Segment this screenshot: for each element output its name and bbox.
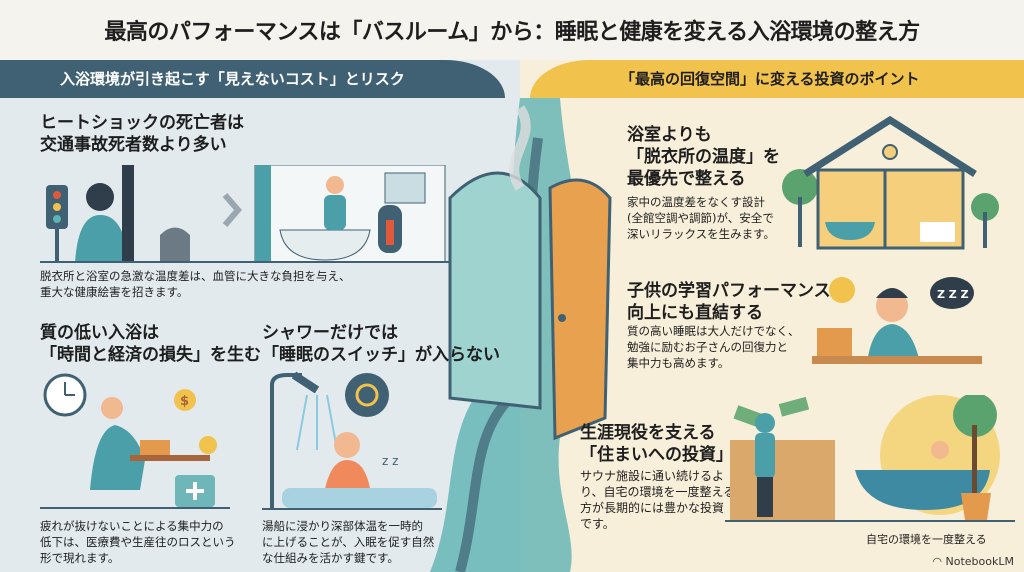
- dressing-room-heading: 浴室よりも「脱衣所の温度」を最優先で整える: [627, 125, 780, 189]
- steam: [509, 105, 531, 191]
- house-roof: [803, 115, 977, 177]
- heatshock-illustration: [40, 165, 450, 263]
- door-knob: [558, 314, 566, 322]
- children-description: 質の高い睡眠は大人だけでなく、勉強に励むお子さんの回復力と集中力も高めます。: [627, 324, 800, 370]
- arrow-right-icon: [222, 193, 242, 227]
- svg-text:z z: z z: [382, 454, 398, 468]
- lowquality-heading: 質の低い入浴は「時間と経済の損失」を生む: [40, 323, 261, 365]
- door-frame: [448, 171, 542, 410]
- brain-power-icon: [345, 373, 389, 417]
- bathtub-icon: [279, 229, 371, 261]
- person-icon: [86, 183, 114, 211]
- shower-curtain: [255, 165, 271, 263]
- desk: [130, 455, 210, 461]
- open-door-illustration: [430, 98, 612, 572]
- shivering-person: [324, 195, 346, 230]
- left-panel-background: [0, 60, 520, 572]
- sleep-bubble-icon: [930, 277, 974, 309]
- water-flow: [430, 98, 588, 572]
- relaxing-person: [931, 441, 949, 459]
- warm-house-illustration: [782, 115, 999, 250]
- shower-pipe: [270, 373, 302, 508]
- tree-icon: [953, 395, 997, 437]
- svg-text:$: $: [180, 394, 189, 409]
- lightbulb-icon: [829, 277, 855, 303]
- notebooklm-brand: ◠ NotebookLM: [932, 555, 1014, 568]
- desk: [812, 356, 982, 364]
- shower-description: 湯船に浸かり深部体温を一時的に上げることが、入眠を促す自然な仕組みを活かす鍵です…: [262, 519, 435, 565]
- dressing-room-description: 家中の温度差をなくす設計(全館空調や調節)が、安全で深いリラックスを生みます。: [627, 195, 776, 241]
- heatshock-heading: ヒートショックの死亡者は交通事故死者数より多い: [40, 113, 244, 155]
- walking-person: [755, 433, 775, 478]
- left-section-banner: 入浴環境が引き起こす「見えないコスト」とリスク: [0, 60, 505, 98]
- investment-caption: 自宅の環境を一度整える: [866, 533, 987, 546]
- home-bath-investment-illustration: [725, 395, 1015, 522]
- bathtub-icon: [282, 488, 437, 508]
- page-title: 最高のパフォーマンスは「バスルーム」から：睡眠と健康を変える入浴環境の整え方: [104, 20, 920, 45]
- tired-person: [90, 425, 145, 490]
- investment-description: サウナ施設に通い続けるより、自宅の環境を一度整える方が長期的には豊かな投資です。: [580, 469, 736, 531]
- shower-water: [296, 394, 338, 451]
- studying-child-illustration: Z Z Z: [812, 277, 982, 364]
- bathtub-icon: [855, 470, 990, 510]
- coin-icon: [174, 389, 196, 411]
- gravestone-icon: [160, 227, 190, 263]
- shower-heading: シャワーだけでは「睡眠のスイッチ」が入らない: [262, 323, 500, 365]
- child: [867, 324, 920, 363]
- svg-text:Z Z Z: Z Z Z: [937, 288, 969, 301]
- tree-icon: [782, 169, 818, 205]
- lowquality-description: 疲れが抜けないことによる集中力の低下は、医療費や生産往のロスという形で現れます。: [40, 519, 236, 565]
- tired-worker-illustration: $: [40, 373, 230, 509]
- bathtub-icon: [825, 222, 875, 240]
- heatshock-description: 脱衣所と浴室の急激な温度差は、血管に大きな負担を与え、重大な健康絵害を招きます。: [40, 269, 351, 299]
- investment-heading: 生涯現役を支える「住まいへの投資」: [580, 423, 733, 465]
- notebooklm-logo-icon: ◠: [932, 555, 943, 568]
- sauna: [730, 440, 835, 520]
- shower-illustration: z z: [262, 371, 442, 510]
- children-heading: 子供の学習パフォーマンス向上にも直結する: [627, 281, 831, 323]
- right-section-banner: 「最高の回復空間」に変える投資のポイント: [530, 60, 1024, 98]
- books-icon: [817, 328, 852, 358]
- door: [548, 178, 612, 441]
